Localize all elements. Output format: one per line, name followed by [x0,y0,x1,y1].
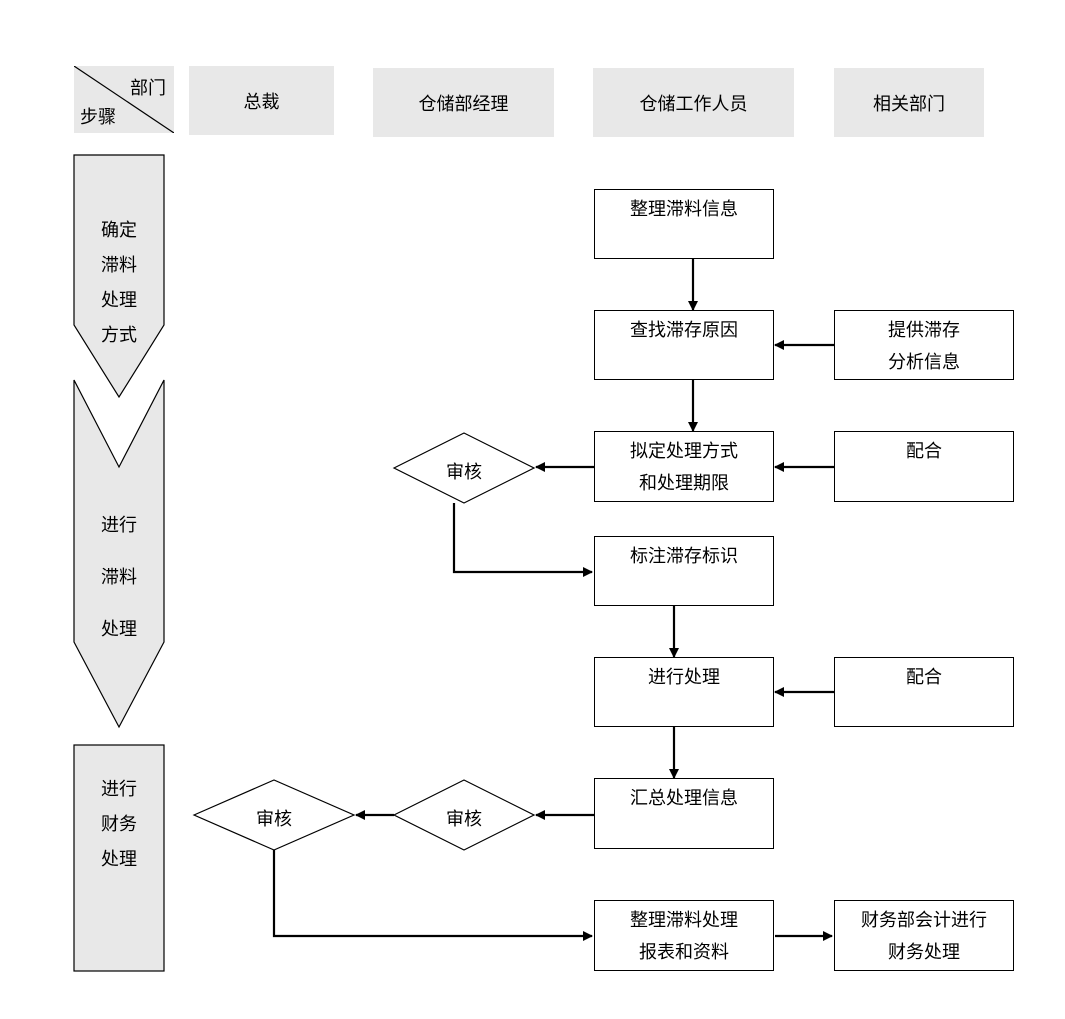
box-summary-text: 汇总处理信息 [630,788,738,809]
box-draft-line2: 和处理期限 [639,473,729,494]
box-sort-info: 整理滞料信息 [594,189,774,259]
box-find-cause-text: 查找滞存原因 [630,320,738,341]
header-warehouse-staff: 仓储工作人员 [593,68,794,137]
box-provide-line2: 分析信息 [888,352,960,373]
box-finance-line2: 财务处理 [888,942,960,963]
box-report: 整理滞料处理 报表和资料 [594,900,774,971]
header-corner-cell: 部门 步骤 [74,66,174,133]
arrow-president-to-report [272,850,593,941]
header-warehouse-manager: 仓储部经理 [373,68,554,137]
stage-label-2: 进行滞料处理 [101,515,137,640]
diamond-review-president [192,779,356,851]
stage-shape-2 [73,379,165,729]
box-find-cause: 查找滞存原因 [594,310,774,380]
corner-diagonal-line [74,66,174,133]
stage-shape-1 [73,154,165,399]
box-cooperate-1: 配合 [834,431,1014,502]
box-process-text: 进行处理 [648,667,720,688]
diamond-review-manager-1 [392,432,536,504]
arrow-review-to-mark [452,503,593,577]
box-mark-label: 标注滞存标识 [594,536,774,606]
box-provide-info: 提供滞存 分析信息 [834,310,1014,380]
stage-label-1: 确定滞料处理方式 [101,220,137,346]
header-related-departments: 相关部门 [834,68,984,137]
box-cooperate-2: 配合 [834,657,1014,727]
box-summary: 汇总处理信息 [594,778,774,849]
box-provide-line1: 提供滞存 [888,320,960,341]
box-sort-info-text: 整理滞料信息 [630,199,738,220]
box-mark-text: 标注滞存标识 [630,546,738,567]
diamond-review-manager-2 [392,779,536,851]
box-report-line2: 报表和资料 [639,942,729,963]
box-process: 进行处理 [594,657,774,727]
corner-label-step: 步骤 [80,107,116,128]
stage-shape-3 [73,744,165,972]
box-draft-line1: 拟定处理方式 [630,441,738,462]
box-finance: 财务部会计进行 财务处理 [834,900,1014,971]
corner-label-department: 部门 [130,78,166,99]
box-cooperate-2-text: 配合 [906,667,942,688]
header-president: 总裁 [189,66,334,135]
box-report-line1: 整理滞料处理 [630,910,738,931]
box-finance-line1: 财务部会计进行 [861,910,987,931]
review-manager-2-label: 审核 [446,809,482,830]
box-draft-method: 拟定处理方式 和处理期限 [594,431,774,502]
box-cooperate-1-text: 配合 [906,441,942,462]
review-manager-1-label: 审核 [446,462,482,483]
stage-label-3: 进行财务处理 [101,779,137,870]
review-president-label: 审核 [256,809,292,830]
